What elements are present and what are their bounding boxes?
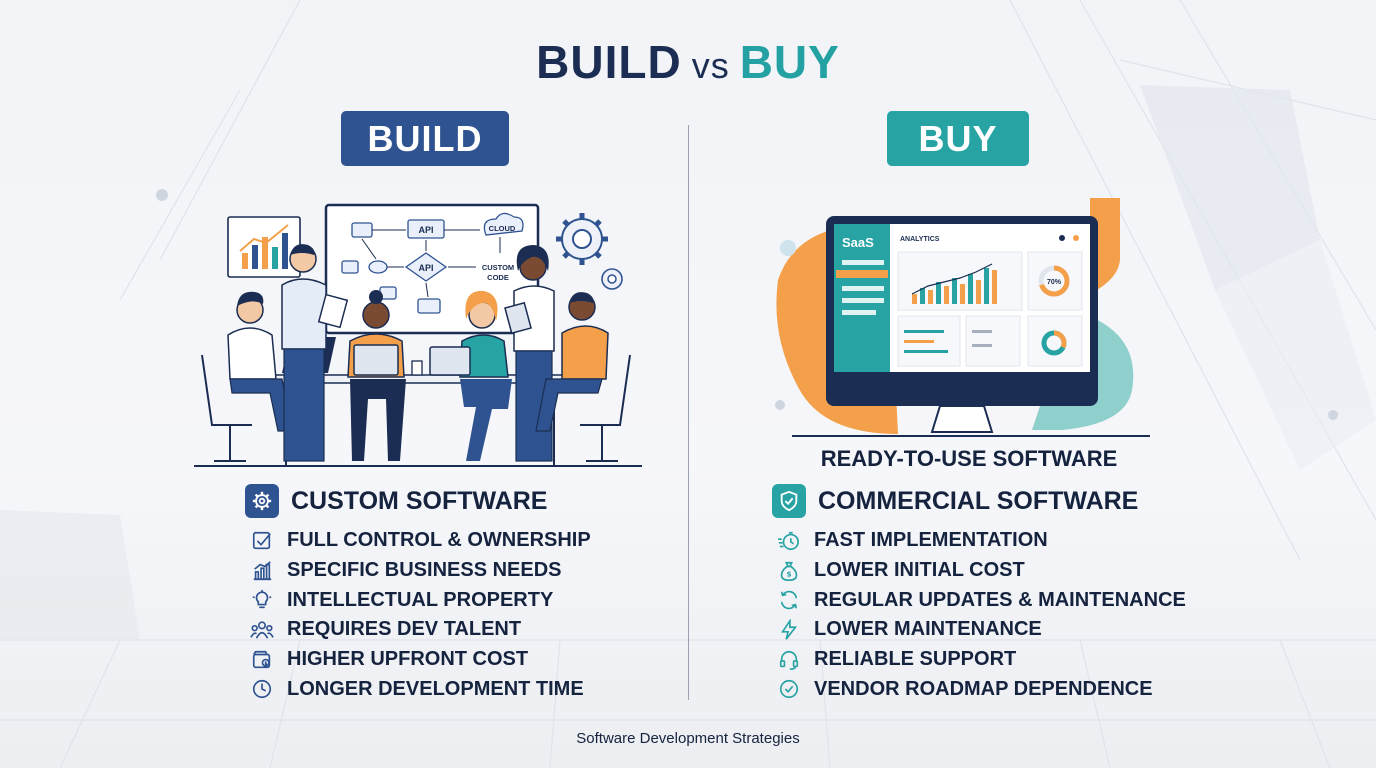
stopwatch-icon [776, 528, 802, 554]
build-feature-label: FULL CONTROL & OWNERSHIP [287, 529, 591, 552]
saas-brand-label: SaaS [842, 235, 874, 250]
title-buy-word: BUY [739, 36, 840, 88]
whiteboard-custom-label: CUSTOM [482, 263, 514, 272]
team-collaboration-illustration: API API CLOUD CUSTOM CODE [194, 203, 642, 467]
buy-badge: BUY [887, 111, 1029, 166]
buy-feature-list: FAST IMPLEMENTATION $LOWER INITIAL COST … [776, 526, 1186, 704]
build-feature-label: LONGER DEVELOPMENT TIME [287, 677, 584, 700]
build-feature-item: HIGHER UPFRONT COST [249, 645, 591, 675]
buy-feature-item: REGULAR UPDATES & MAINTENANCE [776, 585, 1186, 615]
title-build-word: BUILD [536, 36, 682, 88]
team-icon [249, 617, 275, 643]
build-feature-item: SPECIFIC BUSINESS NEEDS [249, 556, 591, 586]
dashboard-title: ANALYTICS [900, 236, 940, 243]
build-feature-label: SPECIFIC BUSINESS NEEDS [287, 559, 562, 582]
buy-feature-item: FAST IMPLEMENTATION [776, 526, 1186, 556]
whiteboard-api-label-2: API [418, 263, 433, 273]
buy-feature-label: LOWER INITIAL COST [814, 559, 1025, 582]
gear-icon [245, 484, 279, 518]
build-feature-list: FULL CONTROL & OWNERSHIP SPECIFIC BUSINE… [249, 526, 591, 704]
whiteboard-api-label: API [418, 225, 433, 235]
ready-to-use-caption: READY-TO-USE SOFTWARE [820, 446, 1118, 471]
build-section-title: CUSTOM SOFTWARE [291, 486, 548, 515]
buy-feature-label: RELIABLE SUPPORT [814, 648, 1017, 671]
gear-small-icon [601, 268, 623, 290]
checkbox-icon [249, 528, 275, 554]
build-feature-label: REQUIRES DEV TALENT [287, 618, 522, 641]
buy-feature-item: RELIABLE SUPPORT [776, 645, 1186, 675]
saas-dashboard-illustration: SaaS ANALYTICS 70% [776, 198, 1150, 437]
footer-caption: Software Development Strategies [576, 730, 800, 747]
buy-section-header: COMMERCIAL SOFTWARE [772, 484, 1138, 518]
buy-feature-item: LOWER MAINTENANCE [776, 615, 1186, 645]
build-badge: BUILD [341, 111, 509, 166]
donut-percent-label: 70% [1047, 279, 1062, 286]
headset-icon [776, 647, 802, 673]
whiteboard-cloud-label: CLOUD [489, 224, 516, 233]
refresh-icon [776, 587, 802, 613]
buy-feature-label: LOWER MAINTENANCE [814, 618, 1042, 641]
center-divider [688, 125, 689, 700]
bar-chart-icon [249, 558, 275, 584]
build-feature-item: REQUIRES DEV TALENT [249, 615, 591, 645]
wallet-icon [249, 647, 275, 673]
title-vs-word: vs [691, 45, 730, 86]
clock-icon [249, 676, 275, 702]
build-section-header: CUSTOM SOFTWARE [245, 484, 547, 518]
build-feature-item: INTELLECTUAL PROPERTY [249, 585, 591, 615]
build-feature-item: FULL CONTROL & OWNERSHIP [249, 526, 591, 556]
build-feature-item: LONGER DEVELOPMENT TIME [249, 674, 591, 704]
build-feature-label: INTELLECTUAL PROPERTY [287, 588, 554, 611]
lightbulb-icon [249, 587, 275, 613]
lightning-icon [776, 617, 802, 643]
money-bag-icon: $ [776, 558, 802, 584]
buy-feature-item: $ LOWER INITIAL COST [776, 556, 1186, 586]
whiteboard-code-label: CODE [487, 273, 509, 282]
buy-feature-label: FAST IMPLEMENTATION [814, 529, 1048, 552]
buy-feature-label: REGULAR UPDATES & MAINTENANCE [814, 588, 1186, 611]
gear-large-icon [556, 213, 608, 265]
build-feature-label: HIGHER UPFRONT COST [287, 648, 529, 671]
svg-text:$: $ [786, 569, 791, 578]
buy-section-title: COMMERCIAL SOFTWARE [818, 486, 1139, 515]
buy-feature-label: VENDOR ROADMAP DEPENDENCE [814, 677, 1153, 700]
buy-feature-item: VENDOR ROADMAP DEPENDENCE [776, 674, 1186, 704]
shield-check-icon [772, 484, 806, 518]
check-circle-icon [776, 676, 802, 702]
